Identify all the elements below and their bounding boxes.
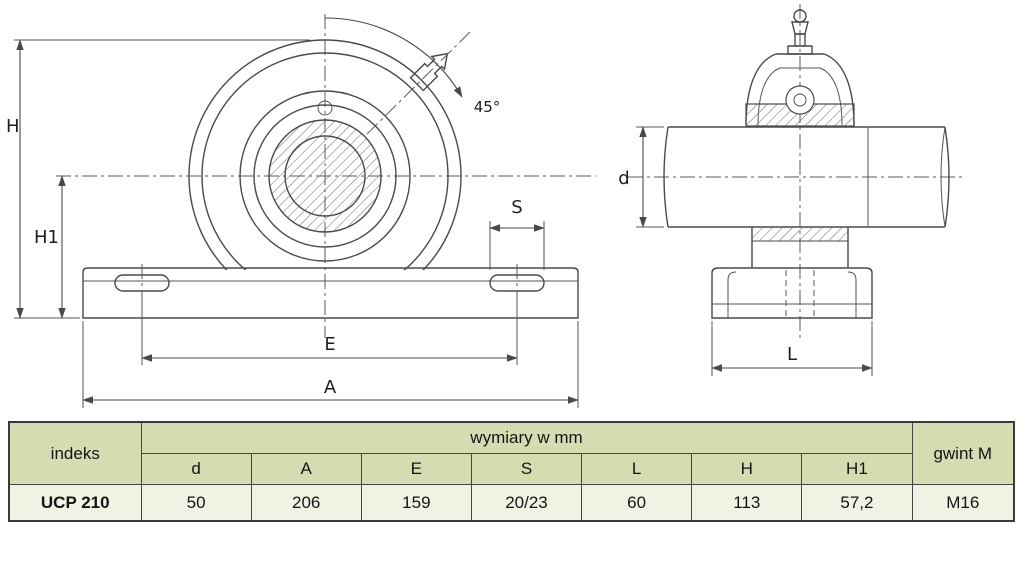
bore-circle [284, 135, 366, 217]
grease-fitting [409, 52, 449, 92]
angle-label: 45° [474, 98, 501, 116]
cell-A: 206 [250, 484, 362, 522]
base-outline [82, 267, 579, 319]
foot-outline [711, 267, 873, 319]
col-header-group: wymiary w mm [140, 421, 913, 454]
dimensions-table: indeks wymiary w mm gwint M d A E S L H … [8, 421, 1015, 522]
cell-gwint: M16 [911, 484, 1015, 522]
spec-table-wrap: indeks wymiary w mm gwint M d A E S L H … [8, 421, 1015, 522]
cell-d: 50 [140, 484, 252, 522]
foot-inner-right [847, 271, 857, 318]
shaft-left-end [663, 126, 669, 228]
cell-H: 113 [691, 484, 803, 522]
shaft-right-end-inner [940, 126, 946, 228]
bore-hatched-section [268, 119, 382, 233]
col-header-L: L [581, 453, 693, 485]
col-header-gwint: gwint M [911, 421, 1015, 485]
setscrew-circle [317, 100, 333, 116]
foot-inner-left [727, 271, 737, 318]
dim-A-label: A [324, 377, 337, 398]
bearing-ball-inner [793, 93, 807, 107]
col-header-E: E [360, 453, 472, 485]
cell-S: 20/23 [470, 484, 583, 522]
cell-indeks: UCP 210 [8, 484, 142, 522]
housing-inner-arc [201, 52, 449, 270]
side-view-drawing: d L [618, 4, 962, 376]
col-header-H1: H1 [801, 453, 913, 485]
col-header-A: A [250, 453, 362, 485]
col-header-d: d [140, 453, 252, 485]
fitting-axis-centerline [366, 31, 471, 135]
dim-S-label: S [511, 197, 522, 218]
lower-race-hatched [751, 226, 849, 242]
dim-H1-label: H1 [34, 227, 59, 248]
cell-L: 60 [581, 484, 693, 522]
bearing-ball [785, 85, 815, 115]
technical-drawing: 45° H H1 S [6, 4, 962, 408]
table-header-row-1: indeks wymiary w mm gwint M [8, 421, 1015, 485]
col-header-indeks: indeks [8, 421, 142, 485]
table-row: UCP 210 50 206 159 20/23 60 113 57,2 M16 [8, 484, 1015, 522]
bearing-ring-outer [239, 90, 411, 262]
bearing-ring-inner [253, 104, 397, 248]
dim-L-label: L [787, 344, 797, 365]
cap-inner-line [757, 67, 843, 126]
table-header-row-2: d A E S L H H1 [9, 453, 1014, 485]
cell-E: 159 [360, 484, 472, 522]
shaft-right-end [944, 126, 950, 228]
angle-arc [324, 17, 463, 98]
col-header-H: H [691, 453, 803, 485]
dim-E-label: E [324, 334, 335, 355]
housing-outer-arc [188, 39, 462, 270]
front-dimensions: H H1 S E A [6, 39, 579, 408]
dim-H-label: H [6, 116, 20, 137]
side-dimensions: d L [618, 126, 873, 376]
grease-nipple [787, 9, 813, 55]
front-view-drawing: 45° H H1 S [6, 14, 596, 408]
cell-H1: 57,2 [801, 484, 913, 522]
col-header-S: S [470, 453, 583, 485]
dim-d-label: d [618, 168, 629, 189]
